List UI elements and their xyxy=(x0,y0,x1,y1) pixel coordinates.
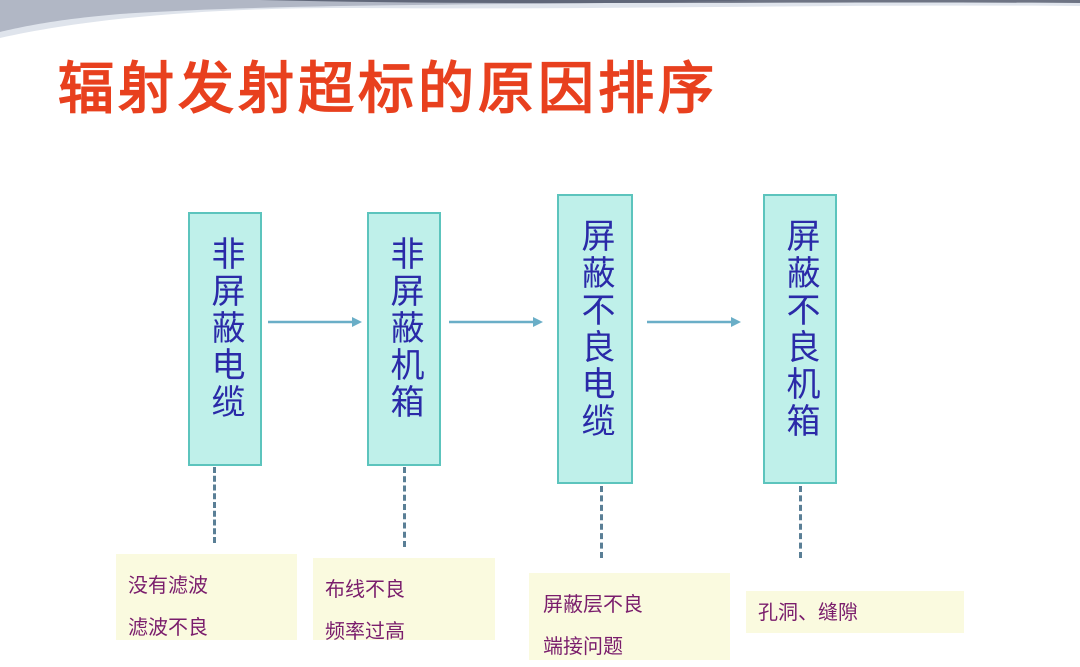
detail-item: 没有滤波 xyxy=(128,573,208,597)
detail-box-shielded-chassis: 孔洞、缝隙 xyxy=(746,591,964,633)
detail-item: 布线不良 xyxy=(325,577,405,601)
detail-box-shielded-cable: 屏蔽层不良 端接问题 xyxy=(529,573,730,660)
detail-item: 频率过高 xyxy=(325,619,405,643)
page-title: 辐射发射超标的原因排序 xyxy=(58,57,718,122)
arrow-right-icon xyxy=(647,317,741,327)
dashed-connector xyxy=(213,467,220,543)
cause-label: 非屏蔽电缆 xyxy=(205,236,245,421)
cause-box-unshielded-cable: 非屏蔽电缆 xyxy=(188,212,262,466)
dashed-connector xyxy=(799,486,806,558)
cause-box-poorly-shielded-chassis: 屏蔽不良机箱 xyxy=(763,194,837,484)
cause-box-unshielded-chassis: 非屏蔽机箱 xyxy=(367,212,441,466)
detail-item: 滤波不良 xyxy=(128,615,208,639)
cause-box-poorly-shielded-cable: 屏蔽不良电缆 xyxy=(557,194,633,484)
detail-item: 屏蔽层不良 xyxy=(543,592,643,616)
cause-label: 屏蔽不良机箱 xyxy=(780,218,820,440)
detail-box-cable: 没有滤波 滤波不良 xyxy=(116,554,297,640)
cause-label: 屏蔽不良电缆 xyxy=(575,218,615,440)
detail-box-chassis: 布线不良 频率过高 xyxy=(313,558,495,643)
dashed-connector xyxy=(600,486,607,558)
dashed-connector xyxy=(403,467,410,547)
header-swoosh xyxy=(0,0,1080,38)
detail-item: 端接问题 xyxy=(543,634,623,658)
detail-item: 孔洞、缝隙 xyxy=(758,600,858,624)
arrow-right-icon xyxy=(449,317,543,327)
arrow-right-icon xyxy=(268,317,362,327)
cause-label: 非屏蔽机箱 xyxy=(384,236,424,421)
